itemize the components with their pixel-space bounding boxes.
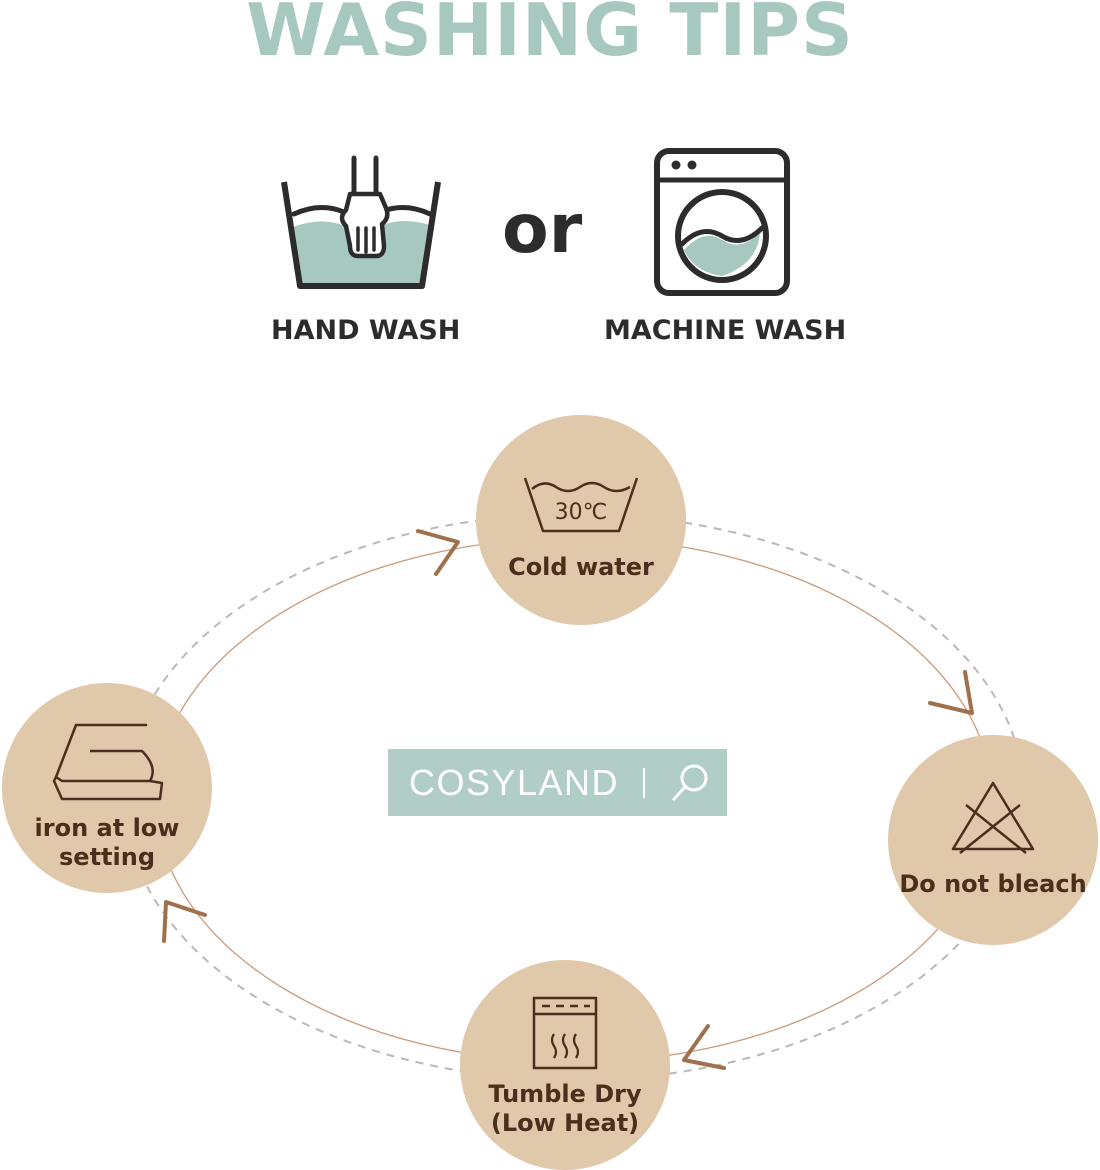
arrow-left-icon bbox=[162, 900, 207, 943]
page-title: WASHING TIPS bbox=[246, 0, 854, 72]
arrow-bottom-icon bbox=[682, 1024, 726, 1070]
search-icon bbox=[672, 764, 708, 800]
hand-wash-label: HAND WASH bbox=[271, 315, 461, 346]
tumble-dry-label: Tumble Dry (Low Heat) bbox=[488, 1080, 642, 1137]
no-bleach-icon bbox=[951, 781, 1035, 854]
tumble-dry-icon bbox=[532, 996, 598, 1070]
machine-wash-label: MACHINE WASH bbox=[604, 315, 847, 346]
or-connector: or bbox=[502, 190, 583, 269]
iron-step: iron at low setting bbox=[2, 683, 212, 893]
wash-30c-icon: 30℃ bbox=[523, 477, 639, 533]
washing-machine-icon bbox=[654, 148, 790, 296]
iron-label: iron at low setting bbox=[34, 814, 180, 871]
iron-icon bbox=[52, 723, 164, 801]
no-bleach-label: Do not bleach bbox=[899, 870, 1087, 898]
no-bleach-step: Do not bleach bbox=[888, 735, 1098, 945]
cold-water-step: 30℃ Cold water bbox=[476, 415, 686, 625]
brand-banner: COSYLAND bbox=[388, 749, 727, 816]
cold-water-label: Cold water bbox=[508, 553, 654, 581]
hand-wash-icon bbox=[281, 155, 441, 289]
brand-divider bbox=[643, 767, 646, 798]
arrow-right-icon bbox=[928, 670, 974, 715]
tumble-dry-step: Tumble Dry (Low Heat) bbox=[460, 960, 670, 1170]
arrow-top-icon bbox=[416, 529, 460, 576]
brand-name: COSYLAND bbox=[409, 761, 620, 803]
temperature-label: 30℃ bbox=[555, 500, 608, 525]
